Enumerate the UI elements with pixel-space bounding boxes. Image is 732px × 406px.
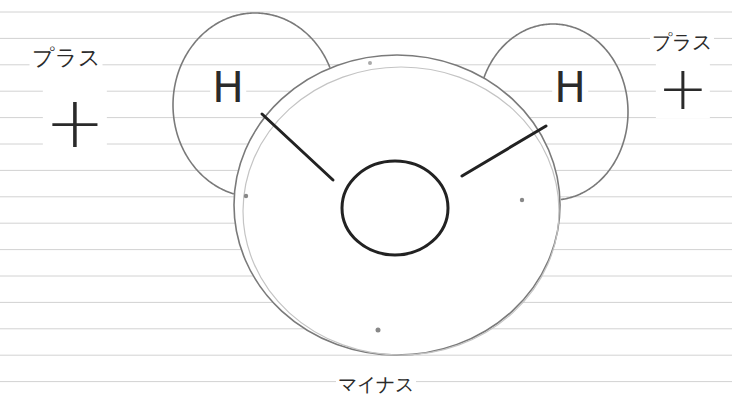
plus-sign: + <box>43 86 107 158</box>
ear-outline <box>478 24 628 200</box>
charge-label: プラス <box>30 47 103 69</box>
sketch-circle <box>243 67 559 355</box>
electron-dot <box>376 328 381 333</box>
electron-dot <box>244 194 248 198</box>
nucleus-circle <box>342 161 448 255</box>
electron-dot <box>520 198 524 202</box>
electron-dot <box>368 61 372 65</box>
ear-outline <box>173 13 330 194</box>
atom-label: H <box>210 67 246 109</box>
paper-rule <box>0 355 732 356</box>
charge-label: マイナス <box>336 375 416 394</box>
bond-line <box>462 126 546 176</box>
paper-rule <box>0 38 732 39</box>
plus-sign: + <box>656 58 710 118</box>
charge-label: プラス <box>650 32 714 52</box>
oxygen-circle <box>234 55 560 355</box>
hydrogen-ear: H <box>478 24 628 200</box>
bond-line <box>262 114 333 180</box>
hydrogen-ear: H <box>173 13 337 197</box>
ear-outline <box>173 13 337 197</box>
ear-outline <box>484 24 628 200</box>
atom-label: H <box>552 67 588 109</box>
paper-rule <box>0 12 732 13</box>
